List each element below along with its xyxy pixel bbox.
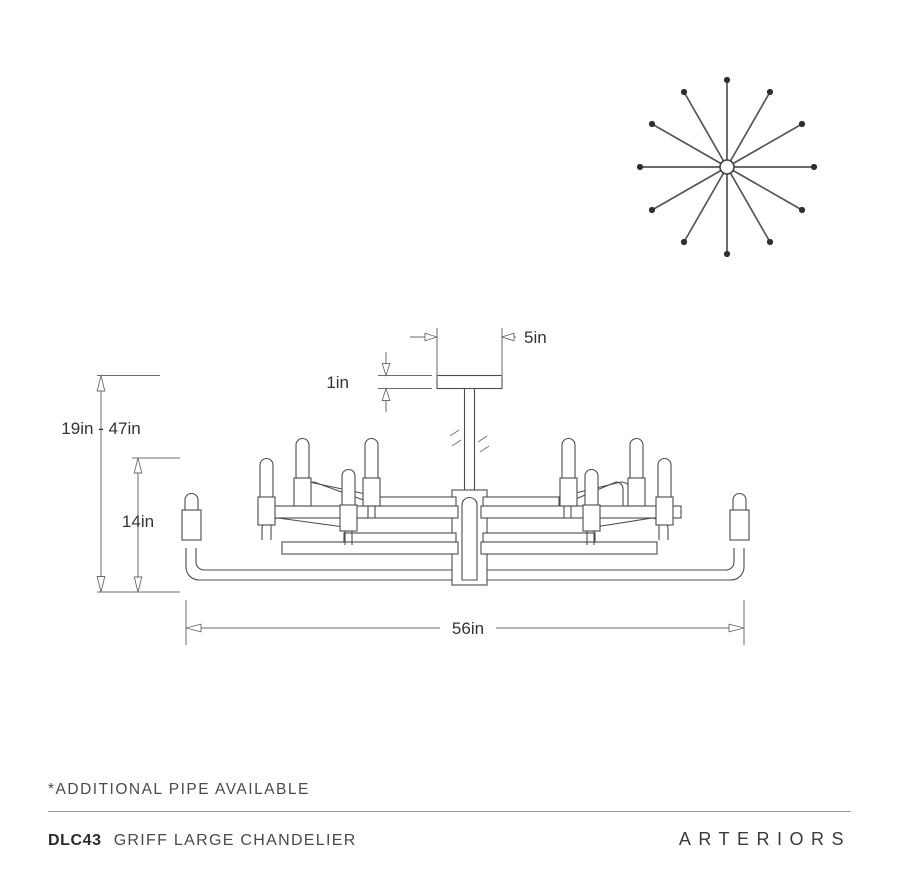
candle-collar [729,509,750,541]
drop-stem [463,388,476,491]
candle-collar [582,504,601,532]
arm-bar [281,541,459,555]
candle [341,468,356,509]
candle-collar [257,496,276,526]
footer-divider [48,811,851,812]
starburst-hub [719,159,735,175]
candle-collar [339,504,358,532]
candle-collar [181,509,202,541]
candle-collar [293,477,312,507]
dimension-label-canopy-height: 1in [326,373,349,392]
dimension-canopy-width: 5in [410,328,547,378]
dimension-label-drop-range: 19in - 47in [61,419,140,438]
starburst-top-view [636,76,818,258]
arm-bar [257,505,459,519]
candle-collar [362,477,381,507]
arm-bars [257,496,682,555]
dimension-drop-range: 19in - 47in [61,375,160,593]
dimension-label-body-height: 14in [122,512,154,531]
center-hub-insert [461,497,478,581]
arm-bar [480,541,658,555]
candle-collar [559,477,578,507]
candle [295,437,310,483]
dimension-overall-width: 56in [185,600,745,645]
dimension-body-height: 14in [122,457,180,593]
arm-bar [480,505,682,519]
product-identity: DLC43 GRIFF LARGE CHANDELIER [48,832,357,850]
brand-wordmark: ARTERIORS [678,829,851,849]
footer-row: DLC43 GRIFF LARGE CHANDELIER ARTERIORS [48,829,851,850]
dimension-label-overall-width: 56in [452,619,484,638]
break-symbol [449,429,490,453]
candle-sockets [181,437,750,541]
product-name: GRIFF LARGE CHANDELIER [113,832,357,849]
candle [561,437,576,483]
candle-collar [655,496,674,526]
dimension-label-canopy-width: 5in [524,328,547,347]
product-sku: DLC43 [48,832,102,849]
dimension-canopy-height: 1in [326,352,432,412]
candle [629,437,644,483]
candle [259,457,274,501]
candle [657,457,672,501]
candle [584,468,599,509]
additional-pipe-note: *ADDITIONAL PIPE AVAILABLE [48,781,310,798]
candle [364,437,379,483]
canopy-plate [436,374,503,390]
chandelier-elevation [181,374,750,586]
center-hub-body [451,489,488,586]
candle-collar [627,477,646,507]
